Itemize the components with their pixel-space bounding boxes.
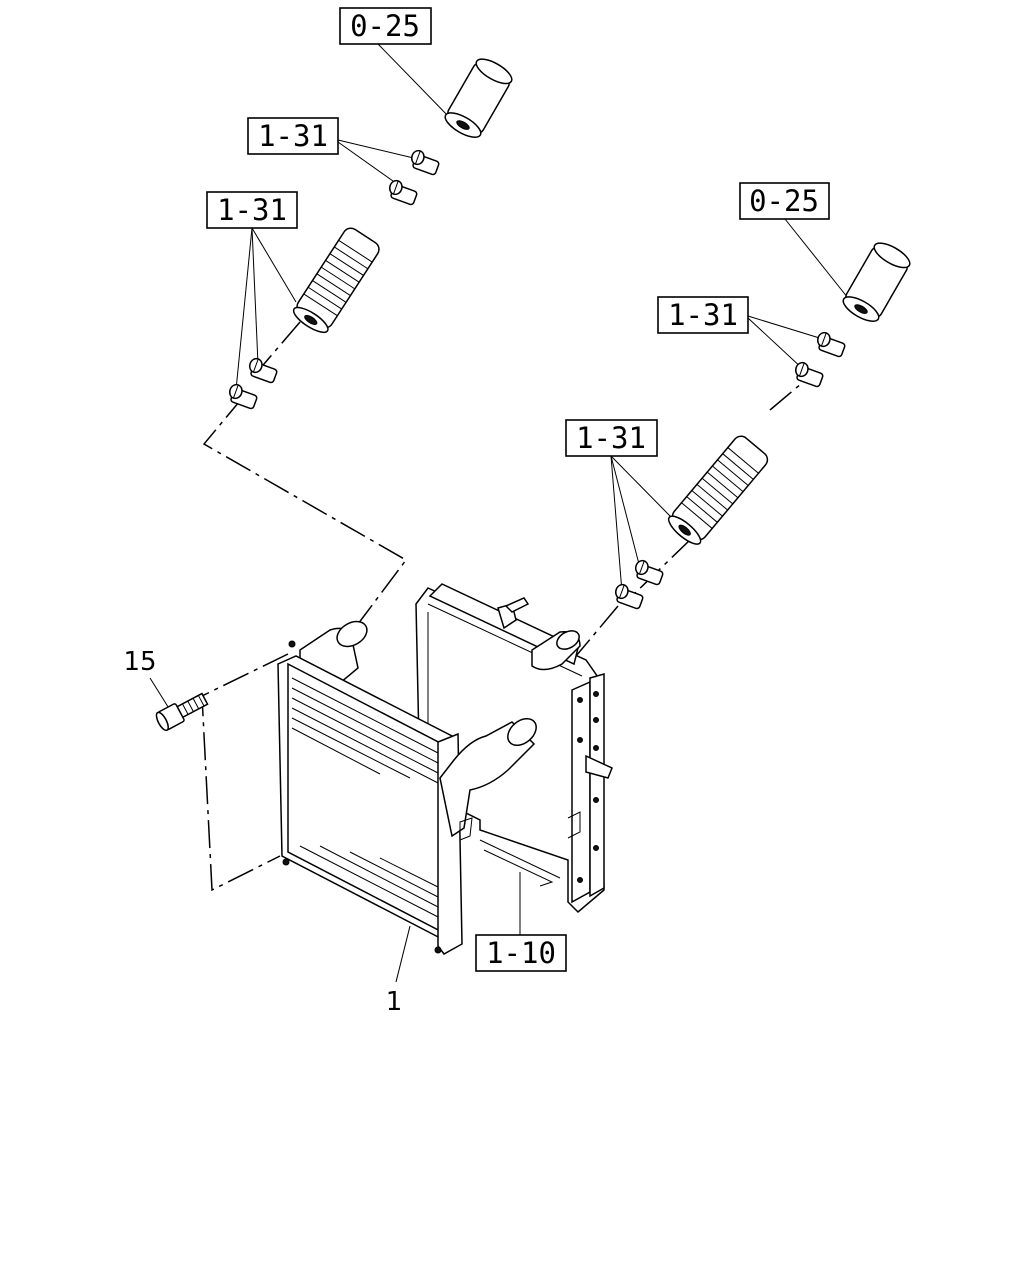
- leader-lines: [149, 43, 849, 983]
- callout-clamp-upper-right-b-text: 1-31: [576, 421, 646, 455]
- clamp-upper-right-3[interactable]: [632, 559, 664, 586]
- callout-hose-upper-right-text: 0-25: [749, 184, 819, 218]
- callout-clamp-upper-right-b[interactable]: 1-31: [565, 419, 658, 457]
- clamp-upper-right-4[interactable]: [612, 583, 644, 610]
- callout-radiator-text: 1-10: [486, 936, 556, 970]
- intercooler[interactable]: [277, 616, 541, 955]
- callout-hose-upper-left[interactable]: 0-25: [339, 7, 432, 45]
- callout-hose-upper-right[interactable]: 0-25: [739, 182, 830, 220]
- clamp-upper-right-2[interactable]: [792, 361, 824, 388]
- clamp-upper-left-3[interactable]: [246, 357, 278, 384]
- callout-clamp-upper-left-b-text: 1-31: [217, 193, 287, 227]
- callout-clamp-upper-left-a[interactable]: 1-31: [247, 117, 339, 155]
- clamp-upper-left-4[interactable]: [226, 383, 258, 410]
- bellows-hose-upper-left[interactable]: [290, 225, 382, 337]
- hose-upper-right[interactable]: [840, 238, 914, 326]
- clamp-upper-right-1[interactable]: [814, 331, 846, 358]
- callout-clamp-upper-right-a[interactable]: 1-31: [657, 296, 749, 334]
- hose-upper-left[interactable]: [442, 54, 516, 142]
- callout-clamp-upper-left-b[interactable]: 1-31: [206, 191, 298, 229]
- callout-radiator[interactable]: 1-10: [475, 934, 567, 972]
- callout-hose-upper-left-text: 0-25: [350, 9, 420, 43]
- clamp-upper-left-2[interactable]: [386, 179, 418, 206]
- callout-clamp-upper-left-a-text: 1-31: [258, 119, 328, 153]
- bolt[interactable]: [154, 690, 209, 732]
- bellows-hose-upper-right[interactable]: [665, 433, 771, 548]
- callout-clamp-upper-right-a-text: 1-31: [668, 298, 738, 332]
- clamp-upper-left-1[interactable]: [408, 149, 440, 176]
- callout-bolt-number[interactable]: 15: [123, 647, 156, 677]
- callout-intercooler-number[interactable]: 1: [386, 987, 403, 1017]
